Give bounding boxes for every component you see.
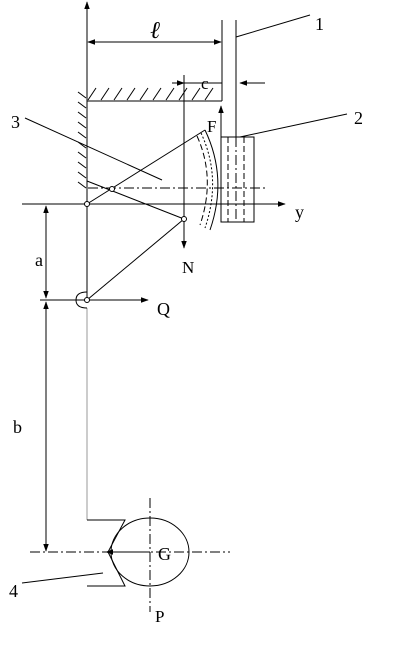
label-F: F [207,117,216,136]
label-y: y [295,202,304,222]
label-b: b [13,417,22,437]
label-P: P [155,607,164,626]
label-c: c [201,74,209,93]
link-upper [86,129,206,205]
part1-leader [235,14,311,38]
label-l: ℓ [150,18,160,44]
part2-leader [239,113,348,138]
top-beam-hatch [87,87,214,101]
pivot-base [84,201,90,207]
label-N: N [182,258,194,277]
pivot-shoe [181,216,187,222]
label-a: a [35,250,43,270]
pivot-upper [109,186,115,192]
part2-block [220,136,255,223]
brake-shoe-inner [196,135,208,226]
part3-leader [24,117,163,181]
link-lower [86,218,185,301]
label-Q: Q [157,299,170,319]
label-part2: 2 [354,108,363,128]
pivot-hook [84,297,90,303]
label-part1: 1 [315,14,324,34]
label-part3: 3 [11,112,20,132]
label-G: G [158,544,171,564]
label-part4: 4 [9,581,18,601]
link-diagonal [86,180,185,220]
part4-holder [87,519,126,587]
brake-shoe-outer [204,129,219,231]
part4-leader [21,572,104,584]
left-wall-hatch [77,91,87,189]
